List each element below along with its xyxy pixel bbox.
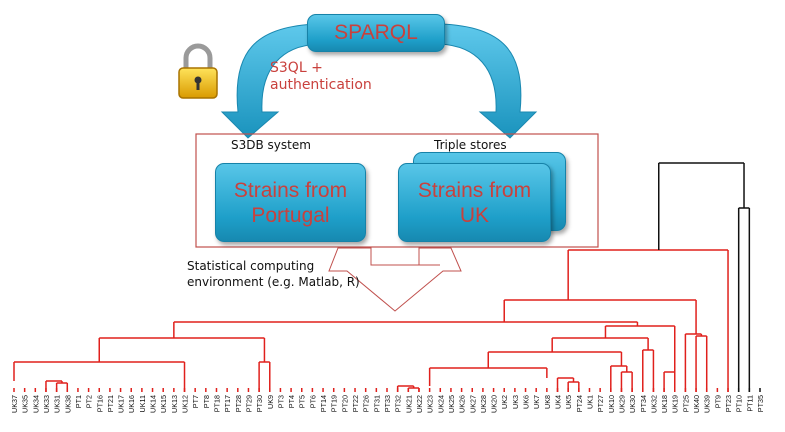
uk-label: Strains from UK	[417, 178, 532, 227]
leaf-label: UK17	[117, 395, 126, 413]
leaf-label: UK28	[479, 395, 488, 413]
storage-frame	[195, 133, 599, 248]
leaf-label: UK14	[149, 395, 158, 413]
leaf-label: UK37	[10, 395, 19, 413]
leaf-label: UK35	[21, 395, 30, 413]
portugal-label: Strains from Portugal	[233, 178, 348, 227]
leaf-label: UK25	[447, 395, 456, 413]
leaf-label: PT22	[351, 395, 360, 412]
leaf-label: UK7	[532, 395, 541, 409]
leaf-label: PT6	[308, 395, 317, 408]
dendrogram	[13, 162, 761, 392]
leaf-label: UK26	[458, 395, 467, 413]
leaf-label: UK40	[692, 395, 701, 413]
leaf-label: PT21	[106, 395, 115, 412]
leaf-label: PT35	[756, 395, 765, 412]
leaf-label: UK21	[404, 395, 413, 413]
leaf-label: PT9	[713, 395, 722, 408]
s3db-label: S3DB system	[231, 138, 311, 152]
leaf-label: UK32	[649, 395, 658, 413]
leaf-label: PT20	[340, 395, 349, 412]
leaf-label: UK8	[543, 395, 552, 409]
leaf-label: UK24	[436, 395, 445, 413]
leaf-label: PT19	[330, 395, 339, 412]
sparql-box: SPARQL	[307, 14, 445, 52]
portugal-box: Strains from Portugal	[215, 163, 366, 242]
leaf-label: UK10	[607, 395, 616, 413]
leaf-label: PT3	[276, 395, 285, 408]
leaf-label: UK15	[159, 395, 168, 413]
leaf-label: PT30	[255, 395, 264, 412]
sparql-label: SPARQL	[334, 21, 418, 44]
triple-stores-label: Triple stores	[434, 138, 507, 152]
leaf-label: UK11	[138, 395, 147, 412]
leaf-label: UK33	[42, 395, 51, 413]
leaf-label: UK38	[63, 395, 72, 413]
leaf-label: PT25	[681, 395, 690, 412]
leaf-label: PT32	[394, 395, 403, 412]
leaf-label: PT8	[202, 395, 211, 408]
leaf-label: UK31	[53, 395, 62, 413]
statistical-label: Statistical computing environment (e.g. …	[187, 259, 360, 289]
leaf-label: UK30	[628, 395, 637, 413]
leaf-label: PT28	[234, 395, 243, 412]
leaf-label: PT17	[223, 395, 232, 412]
padlock-icon	[178, 43, 218, 99]
leaf-label: UK16	[127, 395, 136, 413]
leaf-label: PT24	[575, 395, 584, 412]
leaf-label: PT4	[287, 395, 296, 408]
down-arrow-icon	[328, 247, 462, 312]
leaf-label: PT27	[596, 395, 605, 412]
leaf-label: PT2	[85, 395, 94, 408]
leaf-label: PT23	[724, 395, 733, 412]
uk-box: Strains from UK	[398, 163, 551, 242]
leaf-label: UK23	[426, 395, 435, 413]
leaf-label: PT34	[639, 395, 648, 412]
leaf-label: UK34	[31, 395, 40, 413]
leaf-label: PT10	[735, 395, 744, 412]
leaf-label: PT16	[95, 395, 104, 412]
leaf-label: UK13	[170, 395, 179, 413]
leaf-label: UK39	[703, 395, 712, 413]
leaf-label: UK5	[564, 395, 573, 409]
curved-arrow-left-icon	[220, 23, 319, 139]
leaf-label: UK22	[415, 395, 424, 413]
leaf-label: UK1	[585, 395, 594, 409]
leaf-label: UK20	[490, 395, 499, 413]
leaf-label: PT33	[383, 395, 392, 412]
leaf-label: UK18	[660, 395, 669, 413]
leaf-label: PT7	[191, 395, 200, 408]
leaf-label: PT18	[212, 395, 221, 412]
leaf-label: UK2	[500, 395, 509, 409]
leaf-label: PT29	[244, 395, 253, 412]
leaf-label: UK12	[181, 395, 190, 413]
leaf-label: UK27	[468, 395, 477, 413]
curved-arrow-right-icon	[439, 23, 538, 139]
leaf-label: UK3	[511, 395, 520, 409]
leaf-label: PT1	[74, 395, 83, 408]
leaf-label: PT5	[298, 395, 307, 408]
leaf-label: UK19	[671, 395, 680, 413]
leaf-label: PT31	[372, 395, 381, 412]
leaf-label: PT11	[745, 395, 754, 412]
leaf-label: PT14	[319, 395, 328, 412]
leaf-label: UK6	[522, 395, 531, 409]
leaf-label: PT26	[362, 395, 371, 412]
leaf-label: UK29	[617, 395, 626, 413]
s3ql-label: S3QL + authentication	[270, 60, 372, 93]
leaf-label: UK9	[266, 395, 275, 409]
leaf-label: UK4	[554, 395, 563, 409]
